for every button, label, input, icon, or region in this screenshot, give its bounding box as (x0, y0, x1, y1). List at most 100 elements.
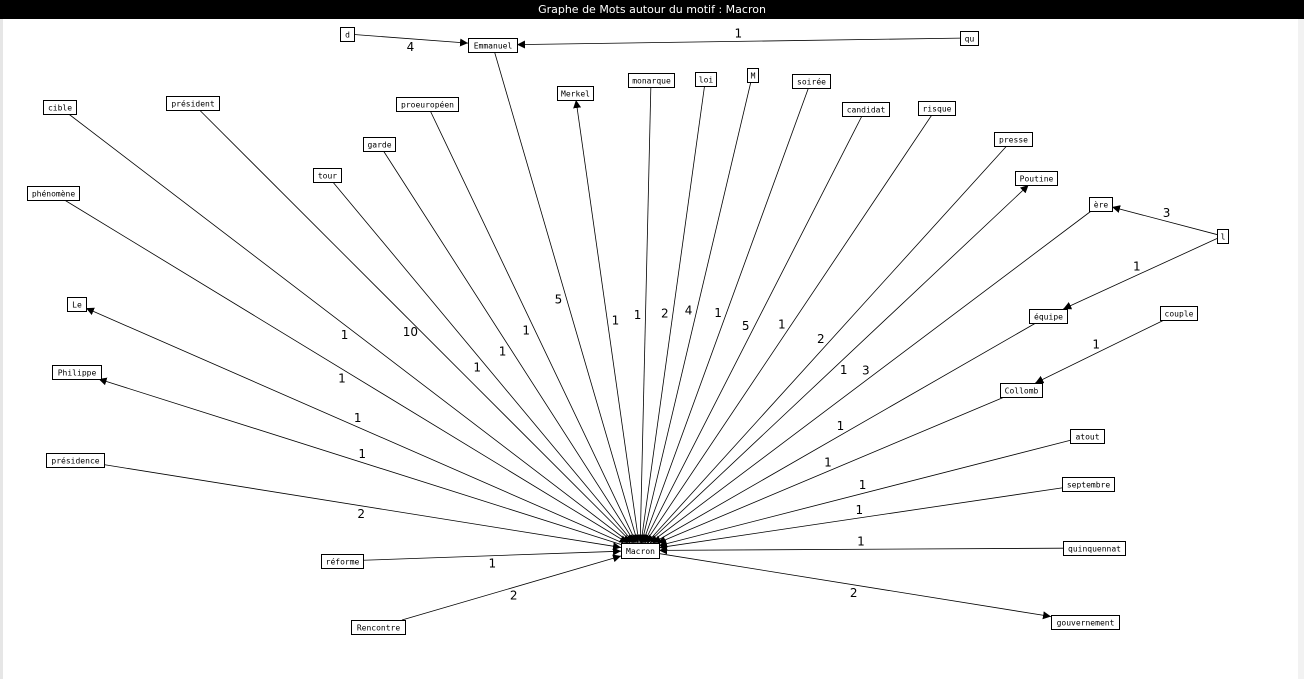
node-risque[interactable]: risque (918, 101, 956, 116)
edge-weight-Collomb-Macron: 1 (824, 456, 832, 470)
node-garde[interactable]: garde (363, 137, 396, 152)
edge-candidat-Macron (643, 115, 863, 544)
node-box (1160, 306, 1198, 321)
node-label: gouvernement (1057, 619, 1115, 628)
node-box (1217, 229, 1229, 244)
edge-presidence-Macron (103, 464, 622, 551)
node-box (557, 86, 594, 101)
edge-d-Emmanuel (353, 34, 469, 47)
node-equipe[interactable]: équipe (1029, 309, 1068, 324)
node-presse[interactable]: presse (994, 132, 1033, 147)
node-qu[interactable]: qu (960, 31, 979, 46)
node-label: Collomb (1005, 387, 1039, 396)
edge-weight-septembre-Macron: 1 (856, 503, 864, 517)
node-Macron[interactable]: Macron (621, 543, 660, 559)
node-box (1000, 383, 1043, 398)
node-presidence[interactable]: présidence (46, 453, 105, 468)
node-couple[interactable]: couple (1160, 306, 1198, 321)
edge-M-Macron (639, 81, 752, 544)
edge-weight-couple-Collomb: 1 (1092, 337, 1100, 351)
node-box (1029, 309, 1068, 324)
node-septembre[interactable]: septembre (1062, 477, 1115, 492)
node-label: garde (367, 141, 391, 150)
node-box (313, 168, 342, 183)
node-box (918, 101, 956, 116)
node-cible[interactable]: cible (43, 100, 77, 115)
node-phenomene[interactable]: phénomène (27, 186, 80, 201)
node-box (1062, 477, 1115, 492)
node-label: Macron (626, 547, 655, 556)
edge-weight-Macron-Poutine: 1 (840, 363, 848, 377)
node-label: cible (48, 104, 72, 113)
node-label: réforme (326, 557, 360, 567)
node-reforme[interactable]: réforme (321, 554, 364, 569)
node-box (43, 100, 77, 115)
edge-weight-ere-Macron: 3 (862, 364, 870, 378)
node-box (621, 543, 660, 559)
node-box (363, 137, 396, 152)
node-gouvernement[interactable]: gouvernement (1051, 615, 1120, 630)
edge-president-Macron (199, 109, 633, 544)
graph-canvas[interactable] (0, 19, 1304, 679)
node-quinquennat[interactable]: quinquennat (1063, 541, 1126, 556)
node-box (1089, 197, 1113, 212)
node-box (46, 453, 105, 468)
node-Collomb[interactable]: Collomb (1000, 383, 1043, 398)
node-M[interactable]: M (747, 68, 759, 83)
edge-weight-Macron-Le: 1 (354, 411, 362, 425)
node-label: Emmanuel (474, 42, 513, 51)
edge-weight-d-Emmanuel: 4 (407, 40, 415, 54)
edge-weight-reforme-Macron: 1 (488, 557, 496, 571)
node-box (52, 365, 102, 380)
node-label: M (751, 72, 756, 81)
edge-weight-tour-Macron: 1 (473, 361, 481, 375)
edge-weight-cible-Macron: 1 (341, 328, 349, 342)
node-loi[interactable]: loi (695, 72, 717, 87)
edge-ere-Macron (649, 210, 1092, 544)
node-Rencontre[interactable]: Rencontre (351, 620, 406, 635)
edge-weight-Emmanuel-Macron: 5 (555, 293, 563, 307)
node-label: presse (999, 136, 1028, 145)
node-tour[interactable]: tour (313, 168, 342, 183)
node-box (1015, 171, 1058, 186)
edge-weight-phenomene-Macron: 1 (338, 371, 346, 385)
edge-weight-M-Macron: 4 (685, 304, 693, 318)
node-Merkel[interactable]: Merkel (557, 86, 594, 101)
node-label: proeuropéen (401, 100, 454, 110)
node-Poutine[interactable]: Poutine (1015, 171, 1058, 186)
node-label: quinquennat (1068, 545, 1121, 554)
node-box (628, 73, 675, 88)
node-ere[interactable]: ère (1089, 197, 1113, 212)
edge-weight-presse-Macron: 2 (817, 332, 825, 346)
node-monarque[interactable]: monarque (628, 73, 675, 88)
node-Emmanuel[interactable]: Emmanuel (468, 38, 518, 53)
node-label: présidence (51, 456, 99, 466)
node-l[interactable]: l (1217, 229, 1229, 244)
node-president[interactable]: président (166, 96, 220, 111)
node-Le[interactable]: Le (67, 297, 87, 312)
edge-tour-Macron (332, 181, 635, 544)
node-box (396, 97, 459, 112)
edge-Macron-Le (85, 307, 624, 544)
node-label: septembre (1067, 481, 1111, 490)
edge-weight-monarque-Macron: 1 (634, 308, 642, 322)
node-soiree[interactable]: soirée (792, 74, 831, 89)
node-d[interactable]: d (340, 27, 355, 42)
edge-loi-Macron (638, 85, 705, 544)
edge-septembre-Macron (658, 487, 1063, 551)
node-proeuropeen[interactable]: proeuropéen (396, 97, 459, 112)
node-atout[interactable]: atout (1070, 429, 1105, 444)
node-Philippe[interactable]: Philippe (52, 365, 102, 380)
edge-reforme-Macron (362, 547, 622, 561)
node-box (792, 74, 831, 89)
node-candidat[interactable]: candidat (842, 102, 890, 117)
node-box (321, 554, 364, 569)
edge-weight-presidence-Macron: 2 (357, 507, 365, 521)
node-label: soirée (797, 77, 826, 87)
edge-Macron-Poutine (647, 184, 1029, 544)
node-label: président (171, 99, 215, 109)
edge-Macron-Philippe (98, 377, 622, 545)
edge-Rencontre-Macron (401, 554, 622, 621)
edge-Emmanuel-Macron (494, 51, 640, 544)
